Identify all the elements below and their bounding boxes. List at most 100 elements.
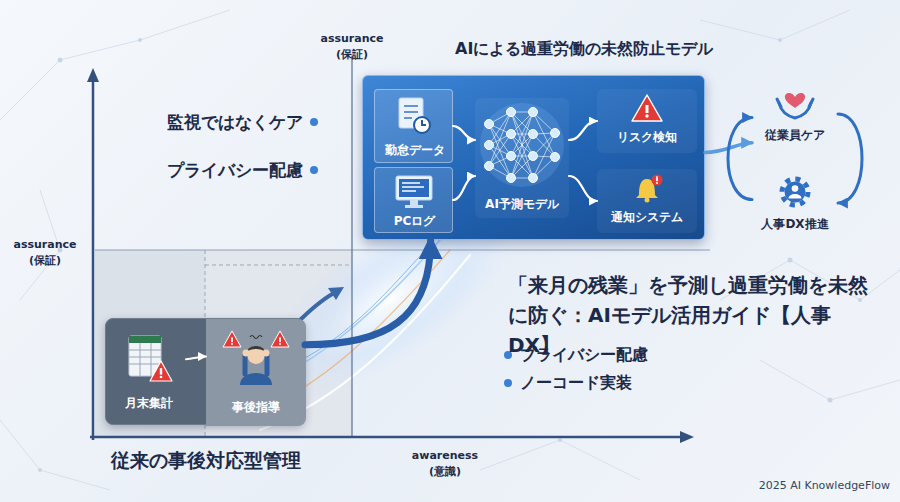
svg-shape (247, 346, 265, 352)
svg-shape (160, 368, 163, 378)
svg-shape (351, 56, 352, 437)
svg-shape (279, 337, 281, 345)
cycle-node: 人事DX推進 (752, 168, 838, 238)
svg-shape (529, 108, 538, 117)
node-icon (396, 96, 432, 136)
svg-shape (129, 364, 161, 365)
svg-shape (245, 355, 267, 374)
svg-shape (38, 38, 862, 472)
svg-shape (310, 118, 318, 126)
svg-shape (38, 468, 42, 472)
svg-shape (507, 108, 516, 117)
svg-shape (129, 350, 161, 351)
cycle-node: 従業員ケア (752, 78, 838, 150)
axis-label: assurance (保証) (9, 237, 81, 269)
watermark: 2025 AI KnowledgeFlow (730, 479, 890, 492)
svg-shape (504, 379, 512, 387)
node-icon (775, 81, 815, 121)
svg-shape (656, 176, 658, 181)
axis-label: assurance (保証) (316, 31, 388, 63)
node-label: 人事DX推進 (752, 216, 838, 233)
svg-shape (485, 141, 494, 150)
flow-arrow (838, 114, 862, 203)
svg-shape (785, 93, 805, 108)
svg-shape (138, 38, 142, 42)
svg-shape (271, 331, 289, 347)
svg-shape (529, 152, 538, 161)
svg-shape (551, 153, 560, 162)
svg-shape (760, 360, 900, 400)
svg-shape (551, 129, 560, 138)
svg-shape (789, 194, 802, 199)
svg-shape (399, 179, 429, 197)
svg-shape (792, 185, 799, 192)
svg-shape (0, 10, 900, 490)
node-icon (630, 173, 664, 203)
svg-shape (151, 343, 152, 376)
svg-shape (652, 175, 663, 186)
svg-shape (140, 343, 141, 376)
bullet-text: プライバシー配慮 (520, 345, 740, 366)
svg-shape (700, 10, 850, 40)
svg-shape (632, 95, 662, 121)
svg-shape (782, 179, 808, 205)
node-label: 事後指導 (206, 399, 306, 416)
node-label: 通知システム (597, 209, 697, 226)
svg-shape (396, 176, 432, 200)
svg-shape (656, 182, 658, 184)
svg-shape (485, 162, 494, 171)
node-label: 月末集計 (112, 395, 186, 412)
svg-shape (507, 130, 516, 139)
axis-label: awareness (意識) (409, 448, 481, 480)
svg-shape (656, 176, 658, 184)
output-box: 通知システム (597, 169, 697, 233)
svg-shape (402, 186, 424, 188)
process-step: 月末集計 (112, 327, 186, 419)
flow-arrow (453, 126, 475, 140)
node-label: AI予測モデル (475, 196, 569, 213)
svg-shape (231, 337, 233, 342)
svg-shape (777, 99, 813, 107)
svg-shape (414, 117, 430, 133)
neural-network: AI予測モデル (475, 98, 569, 218)
flow-arrow (305, 240, 431, 345)
svg-shape (160, 368, 162, 374)
svg-shape (279, 337, 281, 342)
svg-shape (150, 361, 172, 381)
svg-shape (645, 105, 648, 118)
svg-shape (231, 343, 233, 345)
flow-arrow (728, 118, 752, 200)
side-note: プライバシー配慮 (130, 159, 303, 182)
svg-shape (645, 114, 648, 117)
svg-shape (511, 112, 533, 178)
process-step: 事後指導 (206, 319, 306, 426)
svg-shape (129, 357, 161, 358)
flow-arrow (705, 143, 752, 153)
node-icon (126, 333, 172, 383)
svg-shape (243, 350, 250, 357)
svg-shape (405, 205, 423, 208)
bullet-text: ノーコード実装 (520, 373, 740, 394)
svg-shape (404, 111, 418, 113)
svg-shape (779, 103, 811, 118)
svg-shape (828, 398, 833, 403)
svg-shape (778, 38, 782, 42)
node-label: 従来の事後対応型管理 (96, 448, 316, 474)
flow-arrow (186, 356, 206, 359)
svg-shape (129, 336, 161, 343)
svg-shape (328, 287, 344, 300)
svg-shape (402, 190, 416, 192)
svg-shape (223, 331, 241, 347)
flow-arrow (453, 176, 475, 200)
svg-shape (680, 431, 694, 443)
node-label: 従業員ケア (752, 127, 838, 144)
node-label: 勤怠データ (375, 142, 454, 159)
node-icon (394, 174, 434, 210)
svg-shape (529, 174, 538, 183)
svg-shape (250, 336, 262, 339)
flow-arrow (569, 121, 597, 140)
svg-shape (511, 112, 533, 178)
svg-shape (785, 182, 806, 203)
